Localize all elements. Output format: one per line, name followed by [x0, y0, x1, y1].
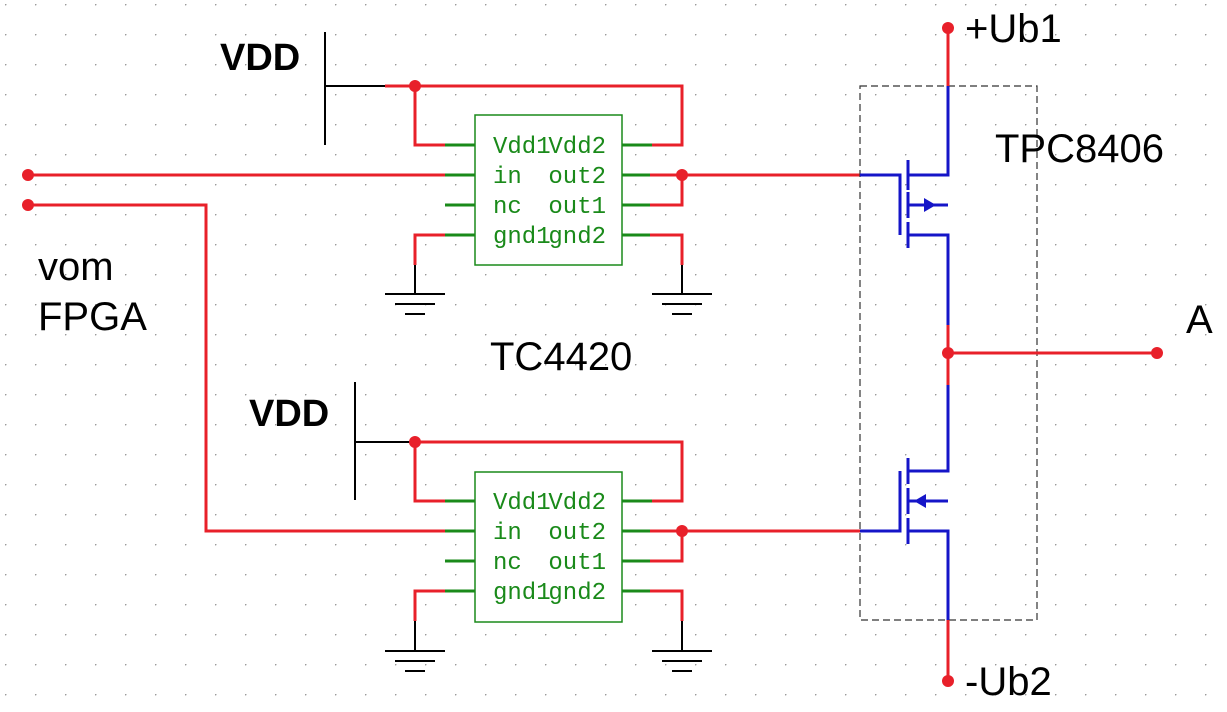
mosfet-bottom — [860, 385, 950, 620]
pin-label: Vdd1 — [493, 134, 551, 161]
gnd2-bottom-wire — [650, 589, 684, 621]
ic-body — [474, 471, 623, 623]
vdd1-bottom-wire — [413, 442, 445, 503]
gnd2-top-wire — [650, 233, 684, 265]
vdd-label-top: VDD — [220, 37, 300, 79]
pin-label: nc — [493, 550, 522, 577]
pin-label: gnd1 — [493, 580, 551, 607]
driver-bottom: Vdd1 in nc gnd1 Vdd2 out2 out1 gnd2 — [354, 382, 712, 672]
out-tie-bottom — [650, 529, 684, 563]
pin-label: out2 — [548, 164, 606, 191]
source-bottom — [908, 529, 950, 620]
pin-label: gnd2 — [548, 580, 606, 607]
drain-bottom — [908, 385, 950, 473]
arrow-icon — [924, 198, 936, 212]
vdd2-bottom-wire — [415, 440, 684, 503]
mosfet-part-label: TPC8406 — [995, 127, 1164, 171]
vdd1-top-wire — [413, 86, 445, 147]
output-terminal[interactable] — [1151, 347, 1163, 359]
ub2-label: -Ub2 — [965, 660, 1052, 704]
pin-label: out1 — [548, 194, 606, 221]
pin-label: out1 — [548, 550, 606, 577]
drain-top — [908, 86, 950, 177]
input-terminal-top[interactable] — [22, 169, 34, 181]
ub1-terminal[interactable] — [942, 22, 954, 34]
ground-icon — [652, 650, 712, 672]
junction-dot — [409, 80, 421, 92]
pin-label: in — [493, 164, 522, 191]
ub2-terminal[interactable] — [942, 675, 954, 687]
ground-icon — [385, 293, 445, 315]
out-tie-top — [650, 173, 684, 207]
gate-bottom — [860, 471, 902, 533]
junction-dot — [942, 347, 954, 359]
pin-label: gnd2 — [548, 224, 606, 251]
mosfet-top — [860, 86, 950, 325]
pin-label: in — [493, 520, 522, 547]
driver-top: Vdd1 in nc gnd1 Vdd2 out2 out1 gnd2 — [324, 32, 712, 315]
vdd-label-bottom: VDD — [249, 393, 329, 435]
pin-label: out2 — [548, 520, 606, 547]
junction-dot — [409, 436, 421, 448]
gnd1-top-wire — [413, 233, 445, 265]
ground-icon — [652, 293, 712, 315]
input-wire-bottom — [28, 203, 445, 533]
ic-body — [474, 114, 623, 266]
pin-label: nc — [493, 194, 522, 221]
source-top — [908, 233, 950, 325]
pin-label: Vdd2 — [548, 134, 606, 161]
input-label-line1: vom — [38, 245, 114, 289]
ground-icon — [385, 650, 445, 672]
gate-top — [860, 173, 902, 235]
pin-label: gnd1 — [493, 224, 551, 251]
input-terminal-bottom[interactable] — [22, 199, 34, 211]
input-label-line2: FPGA — [38, 295, 147, 339]
output-label: A — [1186, 298, 1213, 342]
arrow-icon — [914, 494, 926, 508]
vdd2-top-wire — [385, 84, 684, 147]
driver-part-label: TC4420 — [490, 335, 632, 379]
pin-label: Vdd2 — [548, 490, 606, 517]
ub1-label: +Ub1 — [965, 7, 1062, 51]
pin-label: Vdd1 — [493, 490, 551, 517]
gnd1-bottom-wire — [413, 589, 445, 621]
